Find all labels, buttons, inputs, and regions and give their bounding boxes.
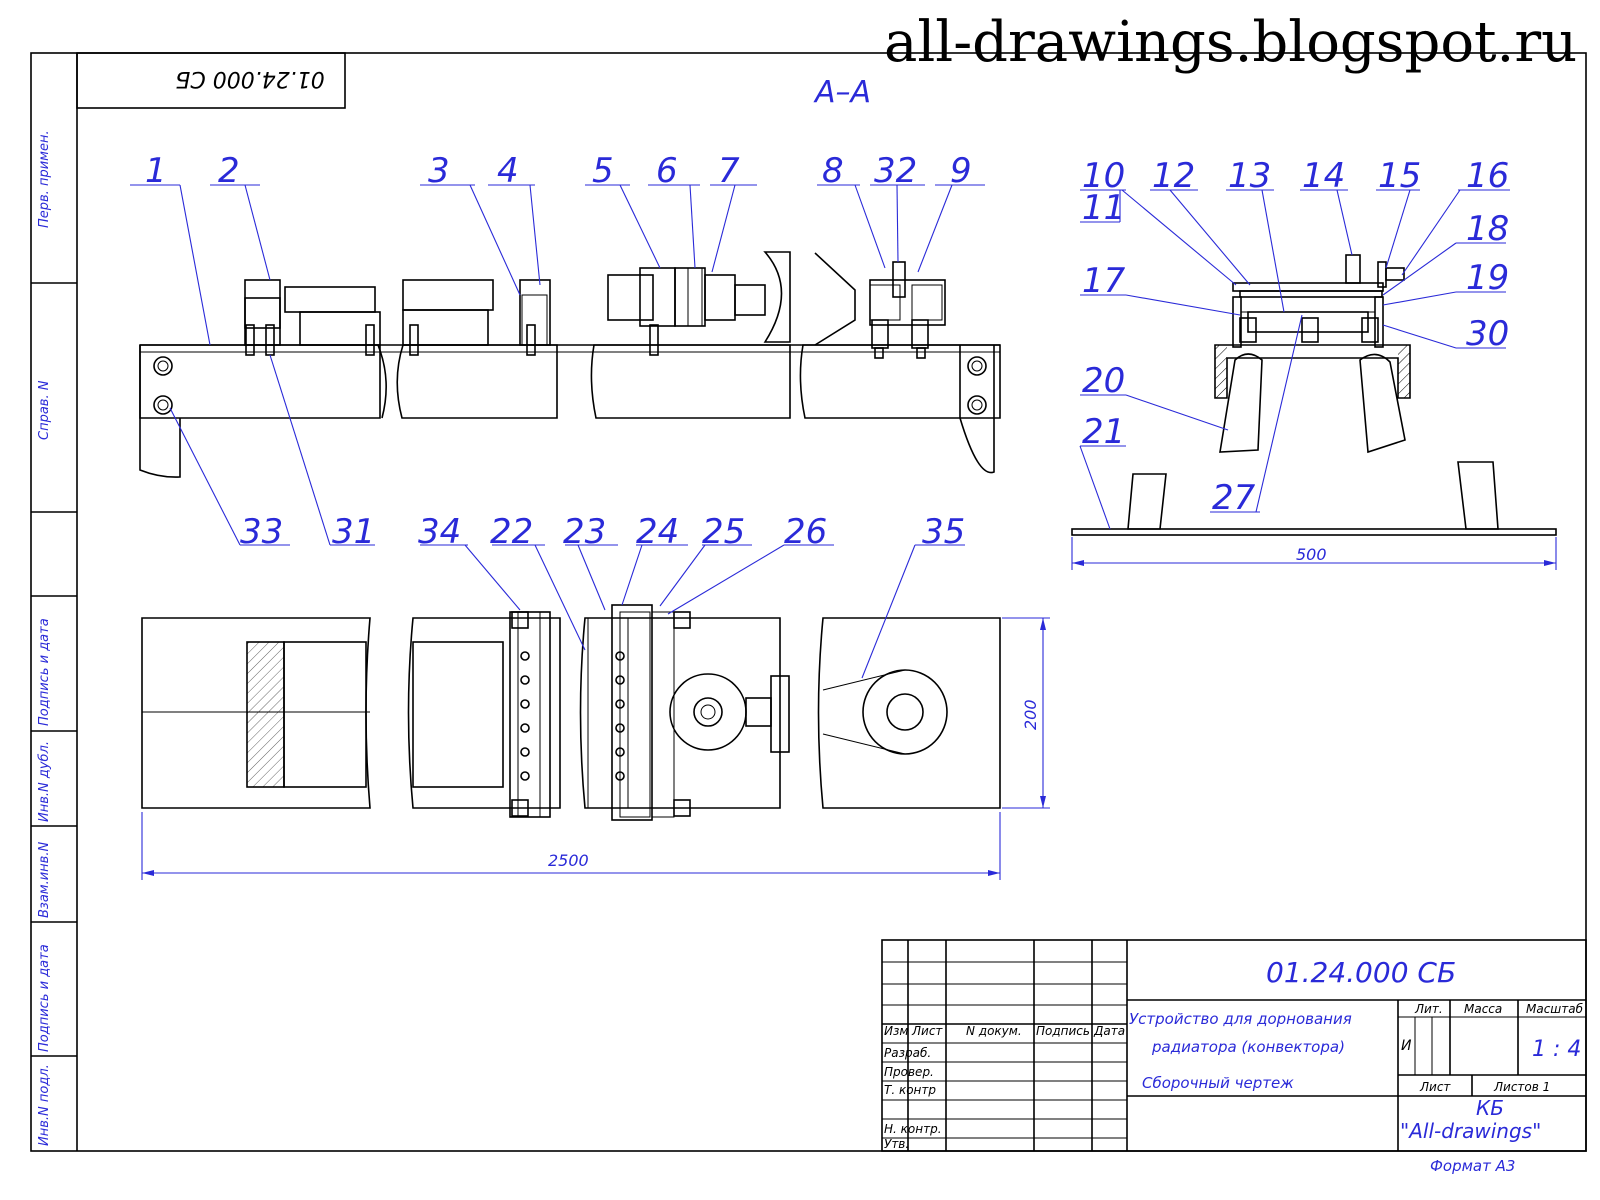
callout-15: 15 — [1378, 156, 1421, 196]
dimension-width: 200 — [1021, 699, 1040, 730]
callout-9: 9 — [950, 151, 972, 191]
lit-label: Лит. — [1414, 1002, 1443, 1016]
header-list: Лист — [911, 1024, 943, 1038]
side-label-inv-podl: Инв.N подл. — [37, 1064, 52, 1146]
title-doc-type: Сборочный чертеж — [1142, 1074, 1294, 1092]
callout-33: 33 — [240, 512, 283, 552]
callout-24: 24 — [636, 512, 679, 552]
callout-21: 21 — [1082, 412, 1125, 452]
callout-25: 25 — [702, 512, 745, 552]
side-label-podpis-2: Подпись и дата — [37, 944, 52, 1052]
role-razrab: Разраб. — [884, 1046, 931, 1060]
section-dimension — [1071, 537, 1557, 570]
role-t-kontr: Т. контр — [884, 1083, 936, 1097]
callout-2: 2 — [218, 151, 240, 191]
sheet-frame — [30, 52, 1587, 1152]
role-prover: Провер. — [884, 1065, 934, 1079]
callout-11: 11 — [1082, 188, 1125, 228]
format-label: Формат А3 — [1430, 1157, 1515, 1175]
plan-dimensions — [141, 617, 1050, 880]
callout-13: 13 — [1228, 156, 1271, 196]
side-label-sprav: Справ. N — [37, 380, 52, 440]
sheets-label: Листов 1 — [1493, 1080, 1550, 1094]
callout-7: 7 — [718, 151, 740, 191]
title-doc-number: 01.24.000 СБ — [1266, 956, 1456, 989]
callout-3: 3 — [428, 151, 450, 191]
dimension-length: 2500 — [548, 851, 589, 870]
header-n-dokum: N докум. — [966, 1024, 1022, 1038]
watermark-text: all-drawings.blogspot.ru — [884, 10, 1578, 75]
title-block — [881, 939, 1587, 1152]
front-view — [139, 251, 1001, 478]
lit-value: И — [1401, 1038, 1412, 1054]
callout-31: 31 — [332, 512, 375, 552]
callout-20: 20 — [1082, 361, 1125, 401]
header-data: Дата — [1093, 1024, 1125, 1038]
rotated-doc-number: 01.24.000 СБ — [175, 66, 324, 91]
org-line-2: "All-drawings" — [1400, 1119, 1541, 1143]
dimension-section-width: 500 — [1296, 545, 1327, 564]
org-line-1: КБ — [1476, 1096, 1504, 1120]
callout-5: 5 — [592, 151, 614, 191]
section-leaders — [1079, 189, 1510, 530]
callout-14: 14 — [1302, 156, 1345, 196]
section-callouts: 10 11 12 13 14 15 16 17 18 19 30 20 21 2… — [1082, 156, 1509, 518]
callout-4: 4 — [497, 151, 519, 191]
callout-32: 32 — [874, 151, 917, 191]
mass-label: Масса — [1464, 1002, 1502, 1016]
front-view-callouts: 1 2 3 4 5 6 7 8 32 9 33 31 — [145, 151, 972, 552]
sheet-label: Лист — [1419, 1080, 1451, 1094]
callout-34: 34 — [418, 512, 461, 552]
callout-6: 6 — [656, 151, 678, 191]
callout-12: 12 — [1152, 156, 1195, 196]
scale-value: 1 : 4 — [1532, 1037, 1581, 1062]
callout-19: 19 — [1466, 258, 1509, 298]
callout-23: 23 — [563, 512, 606, 552]
callout-18: 18 — [1466, 209, 1509, 249]
plan-view-callouts: 34 22 23 24 25 26 35 — [418, 512, 965, 552]
rotated-doc-number-box — [76, 52, 346, 109]
header-podpis: Подпись — [1036, 1024, 1090, 1038]
callout-35: 35 — [922, 512, 965, 552]
front-view-leaders — [130, 184, 985, 546]
role-utv: Утв. — [884, 1137, 909, 1151]
callout-17: 17 — [1082, 261, 1126, 301]
side-column-labels: Перв. примен. Справ. N Подпись и дата Ин… — [37, 130, 52, 1146]
scale-label: Масштаб — [1526, 1002, 1584, 1016]
section-label: А–А — [813, 75, 871, 110]
callout-1: 1 — [145, 151, 167, 191]
header-izm: Изм — [884, 1024, 908, 1038]
side-label-podpis-1: Подпись и дата — [37, 618, 52, 726]
callout-10: 10 — [1082, 156, 1125, 196]
side-label-inv-dubl: Инв.N дубл. — [37, 741, 52, 822]
callout-30: 30 — [1466, 314, 1509, 354]
callout-27: 27 — [1212, 478, 1256, 518]
section-view — [1071, 254, 1557, 536]
plan-view-leaders — [420, 544, 965, 679]
callout-26: 26 — [784, 512, 827, 552]
callout-8: 8 — [822, 151, 844, 191]
title-line-2: радиатора (конвектора) — [1151, 1038, 1345, 1056]
role-n-kontr: Н. контр. — [884, 1122, 942, 1136]
plan-view — [141, 604, 1001, 821]
callout-16: 16 — [1466, 156, 1509, 196]
side-label-vzam-inv: Взам.инв.N — [37, 842, 52, 918]
side-label-perv-primen: Перв. примен. — [37, 130, 52, 228]
title-line-1: Устройство для дорнования — [1129, 1010, 1352, 1028]
callout-22: 22 — [490, 512, 533, 552]
